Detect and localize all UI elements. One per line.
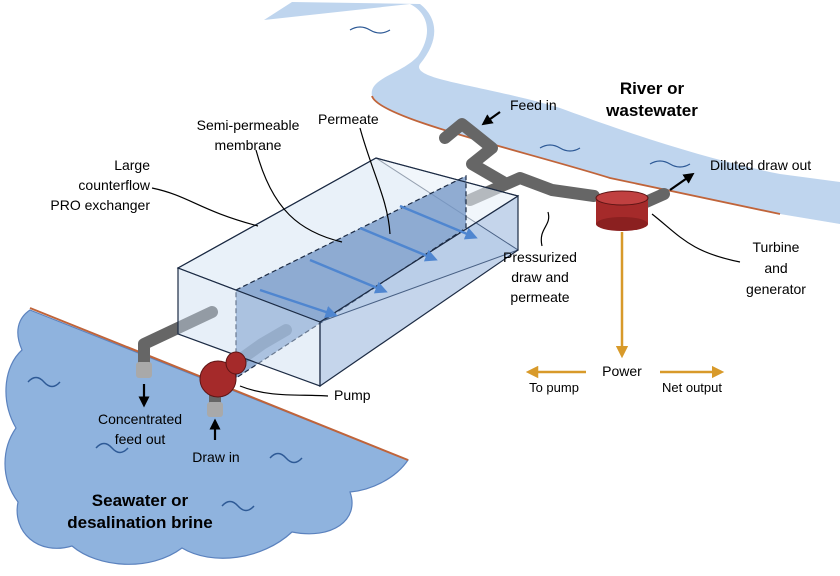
exchanger-edge-top [375, 157, 519, 197]
power-label: Power [602, 363, 642, 379]
membrane-label-line: Semi-permeable [197, 117, 300, 133]
concentrated-label-line: Concentrated [98, 411, 182, 427]
permeate-flow-arrows [259, 204, 478, 318]
diluted-out-arrow [669, 172, 695, 191]
river-ripples [349, 26, 691, 168]
pump-hub [225, 351, 247, 375]
label-seawater: Seawater or desalination brine [67, 491, 212, 532]
turbine-label-line: generator [746, 281, 806, 297]
feed-in-arrow [481, 111, 501, 126]
exchanger-side-face [319, 194, 519, 388]
turbine-label-line: and [764, 260, 787, 276]
membrane-label-line: membrane [215, 137, 282, 153]
diluted-out-pipe [640, 188, 670, 208]
concentrated-pipe-end [136, 362, 152, 378]
permeate-arrow [259, 288, 338, 318]
river-label-line: wastewater [605, 101, 698, 120]
label-concentrated: Concentrated feed out [98, 411, 182, 447]
river-bank [371, 95, 781, 215]
wave-marks [27, 376, 303, 512]
label-turbine: Turbine and generator [746, 239, 806, 297]
exchanger-label-line: counterflow [78, 177, 150, 193]
power-arrows [525, 232, 725, 379]
permeate-label: Permeate [318, 111, 379, 127]
seawater-body [4, 309, 409, 565]
label-exchanger: Large counterflow PRO exchanger [50, 157, 150, 213]
pump [199, 351, 247, 398]
river-body [264, 2, 840, 224]
label-river: River or wastewater [605, 79, 698, 120]
turbine-label-line: Turbine [753, 239, 800, 255]
concentrated-out-pipe [138, 306, 218, 368]
pump-label: Pump [334, 387, 371, 403]
leader-lines [151, 127, 741, 397]
concentrated-label-line: feed out [115, 431, 166, 447]
to-pump-label: To pump [529, 380, 579, 395]
feed-in-pipe [439, 118, 509, 188]
draw-in-pipe-end [207, 402, 223, 417]
exchanger-label-line: PRO exchanger [50, 197, 150, 213]
flow-arrows [138, 111, 695, 440]
permeate-arrow [399, 204, 478, 240]
net-output-label: Net output [662, 380, 722, 395]
permeate-arrow [309, 258, 388, 294]
diluted-out-label: Diluted draw out [710, 157, 811, 173]
pressurized-label-line: Pressurized [503, 249, 577, 265]
pressurized-label-line: draw and [511, 269, 569, 285]
pump-body [199, 360, 237, 398]
seawater-label-line: desalination brine [67, 513, 212, 532]
turbine-generator [595, 190, 649, 231]
label-membrane: Semi-permeable membrane [197, 117, 300, 153]
river-label-line: River or [620, 79, 685, 98]
pressurized-label-line: permeate [510, 289, 569, 305]
draw-out-pipe [464, 172, 600, 206]
seawater-label-line: Seawater or [92, 491, 189, 510]
feed-in-label: Feed in [510, 97, 557, 113]
draw-in-label: Draw in [192, 449, 239, 465]
exchanger-label-line: Large [114, 157, 150, 173]
label-pressurized: Pressurized draw and permeate [503, 249, 577, 305]
exchanger-edge [177, 157, 377, 269]
permeate-arrow [359, 226, 438, 262]
